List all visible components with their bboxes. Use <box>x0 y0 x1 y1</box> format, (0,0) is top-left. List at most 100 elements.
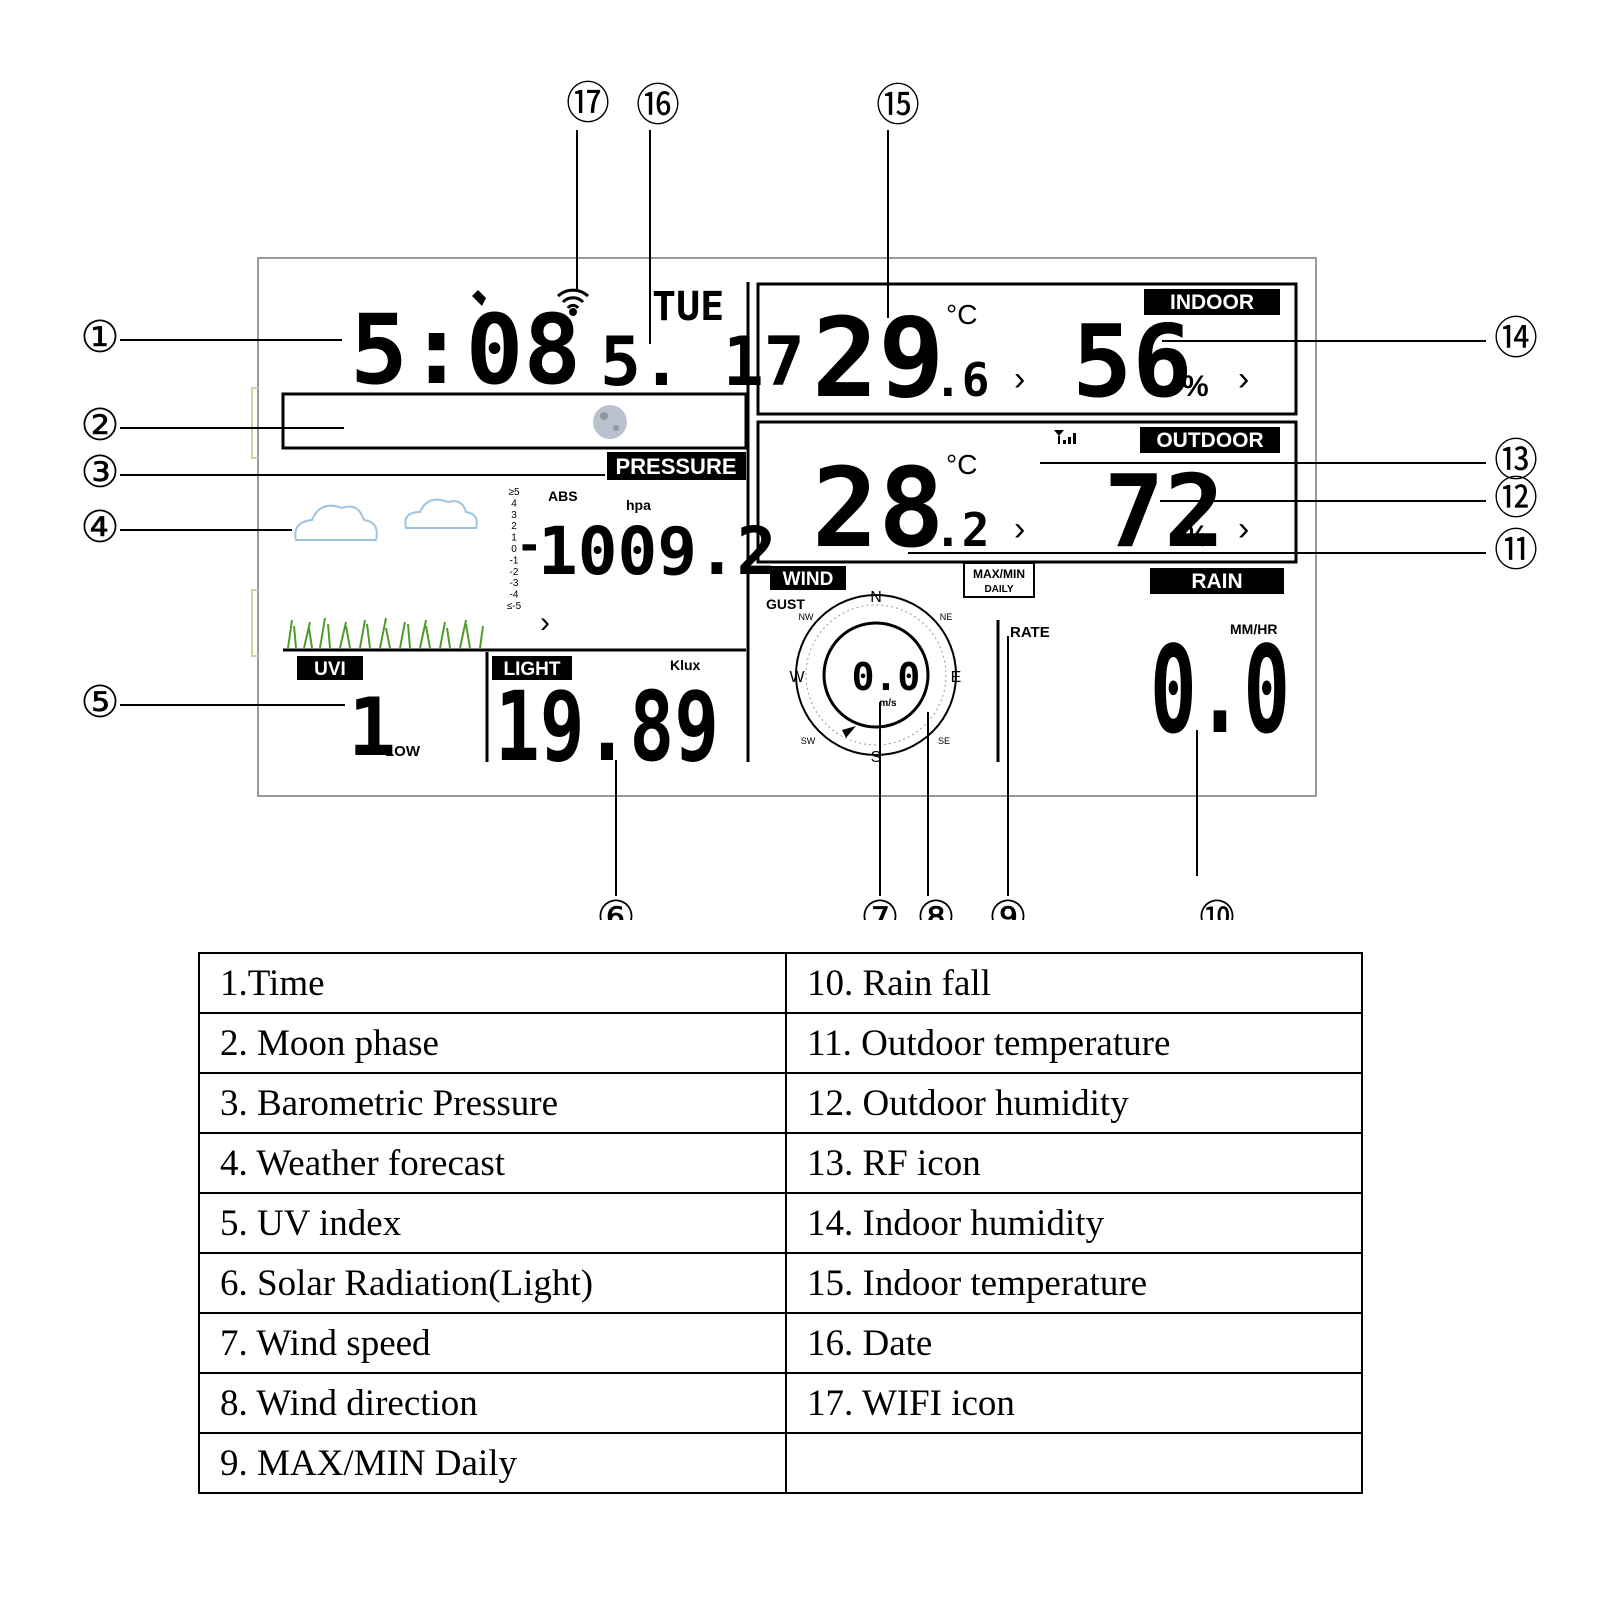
legend-cell-right: 15. Indoor temperature <box>785 1252 1363 1314</box>
wind-speed-value: 0.0 <box>852 655 921 699</box>
compass-w: W <box>789 669 805 686</box>
pressure-scale-tick: 1 <box>511 533 517 544</box>
pressure-arrow: › <box>540 606 550 639</box>
indoor-temp-unit: °C <box>946 299 977 330</box>
maxmin-box <box>963 562 1035 598</box>
date-display: 5. 17 <box>600 323 805 402</box>
callout-12: ⑫ <box>1494 474 1538 523</box>
legend-cell-left: 7. Wind speed <box>198 1312 787 1374</box>
indoor-box <box>756 282 1298 416</box>
rain-label-box <box>1150 568 1284 594</box>
outdoor-temp-unit: °C <box>946 449 977 480</box>
outdoor-temp-decimal: .2 <box>934 503 989 557</box>
callout-leaders <box>120 130 1486 896</box>
weather-station-display-diagram: 5:08 TUE 5. 17 PRESSURE ≥543210-1-2-3-4≤… <box>80 79 1538 920</box>
gust-label: GUST <box>766 596 805 612</box>
legend-cell-right: 17. WIFI icon <box>785 1372 1363 1434</box>
pressure-dash: - <box>516 520 543 571</box>
grass-icon <box>287 617 484 649</box>
indoor-humidity: 56 <box>1072 303 1192 420</box>
pressure-scale-tick: 4 <box>511 498 517 509</box>
outdoor-temp-arrow: › <box>1014 510 1025 548</box>
lcd-frame <box>257 257 1317 797</box>
legend-cell-right <box>785 1432 1363 1494</box>
legend-cell-right: 10. Rain fall <box>785 952 1363 1014</box>
callout-15: ⑮ <box>876 81 920 130</box>
uvi-value: 1 <box>348 681 396 774</box>
legend-cell-left: 6. Solar Radiation(Light) <box>198 1252 787 1314</box>
callout-5: ⑤ <box>80 678 119 727</box>
indoor-label-box <box>1144 289 1280 315</box>
indoor-temp-main: 29 <box>812 294 944 422</box>
outdoor-humidity: 72 <box>1104 453 1224 570</box>
maxmin-label: MAX/MIN <box>973 567 1025 581</box>
wifi-icon <box>556 288 590 316</box>
legend-row: 9. MAX/MIN Daily <box>198 1432 1363 1494</box>
rf-signal-icon <box>1054 430 1076 444</box>
outdoor-label-box <box>1140 427 1280 453</box>
weekday-display: TUE <box>652 284 724 330</box>
uvi-level: LOW <box>385 743 421 760</box>
wind-label-box <box>770 566 846 590</box>
moon-icon <box>593 405 627 439</box>
wind-direction-pointer-icon <box>842 726 856 738</box>
wind-compass <box>795 594 957 756</box>
compass-sw: SW <box>801 736 816 746</box>
indoor-humidity-unit: % <box>1182 370 1209 403</box>
callout-9: ⑨ <box>988 893 1027 920</box>
compass-nw: NW <box>799 612 814 622</box>
legend-cell-left: 5. UV index <box>198 1192 787 1254</box>
compass-s: S <box>871 749 882 766</box>
light-label-box <box>492 656 572 680</box>
compass-ne: NE <box>940 612 953 622</box>
legend-cell-left: 9. MAX/MIN Daily <box>198 1432 787 1494</box>
pressure-scale-tick: -3 <box>510 578 519 589</box>
indoor-temp-decimal: .6 <box>934 353 989 407</box>
wind-label: WIND <box>783 569 834 590</box>
pressure-value: 1009.2 <box>538 513 776 590</box>
callout-1: ① <box>80 313 119 362</box>
pressure-label: PRESSURE <box>615 454 736 479</box>
pressure-scale-tick: 0 <box>511 544 517 555</box>
legend-cell-right: 12. Outdoor humidity <box>785 1072 1363 1134</box>
legend-cell-left: 4. Weather forecast <box>198 1132 787 1194</box>
pressure-scale-tick: ≤-5 <box>507 601 522 612</box>
light-unit: Klux <box>670 657 701 673</box>
callout-8: ⑧ <box>916 893 955 920</box>
legend-cell-left: 2. Moon phase <box>198 1012 787 1074</box>
pressure-scale-tick: -2 <box>510 567 519 578</box>
callout-2: ② <box>80 401 119 450</box>
legend-cell-left: 1.Time <box>198 952 787 1014</box>
uvi-label-box <box>297 656 363 680</box>
outdoor-humidity-arrow: › <box>1238 510 1249 548</box>
pressure-label-box <box>607 452 746 480</box>
indoor-humidity-arrow: › <box>1238 360 1249 398</box>
legend-cell-right: 14. Indoor humidity <box>785 1192 1363 1254</box>
uvi-label: UVI <box>314 659 346 680</box>
indoor-label: INDOOR <box>1170 291 1254 314</box>
pressure-scale-tick: -4 <box>510 590 519 601</box>
cloud-icon <box>294 504 378 541</box>
callout-17: ⑰ <box>566 79 610 128</box>
light-value: 19.89 <box>495 671 719 783</box>
legend-cell-left: 3. Barometric Pressure <box>198 1072 787 1134</box>
legend-row: 6. Solar Radiation(Light)15. Indoor temp… <box>198 1252 1363 1314</box>
moon-phase-bar <box>281 392 748 450</box>
indoor-temp-arrow: › <box>1014 360 1025 398</box>
callout-4: ④ <box>80 503 119 552</box>
outdoor-label: OUTDOOR <box>1156 429 1263 452</box>
pressure-scale-tick: 2 <box>511 521 517 532</box>
time-display: 5:08 <box>350 294 581 406</box>
legend-cell-right: 13. RF icon <box>785 1132 1363 1194</box>
legend-cell-right: 16. Date <box>785 1312 1363 1374</box>
compass-n: N <box>870 589 882 606</box>
cloud-icon-small <box>404 498 478 529</box>
callout-3: ③ <box>80 448 119 497</box>
wind-speed-unit: m/s <box>879 698 897 709</box>
